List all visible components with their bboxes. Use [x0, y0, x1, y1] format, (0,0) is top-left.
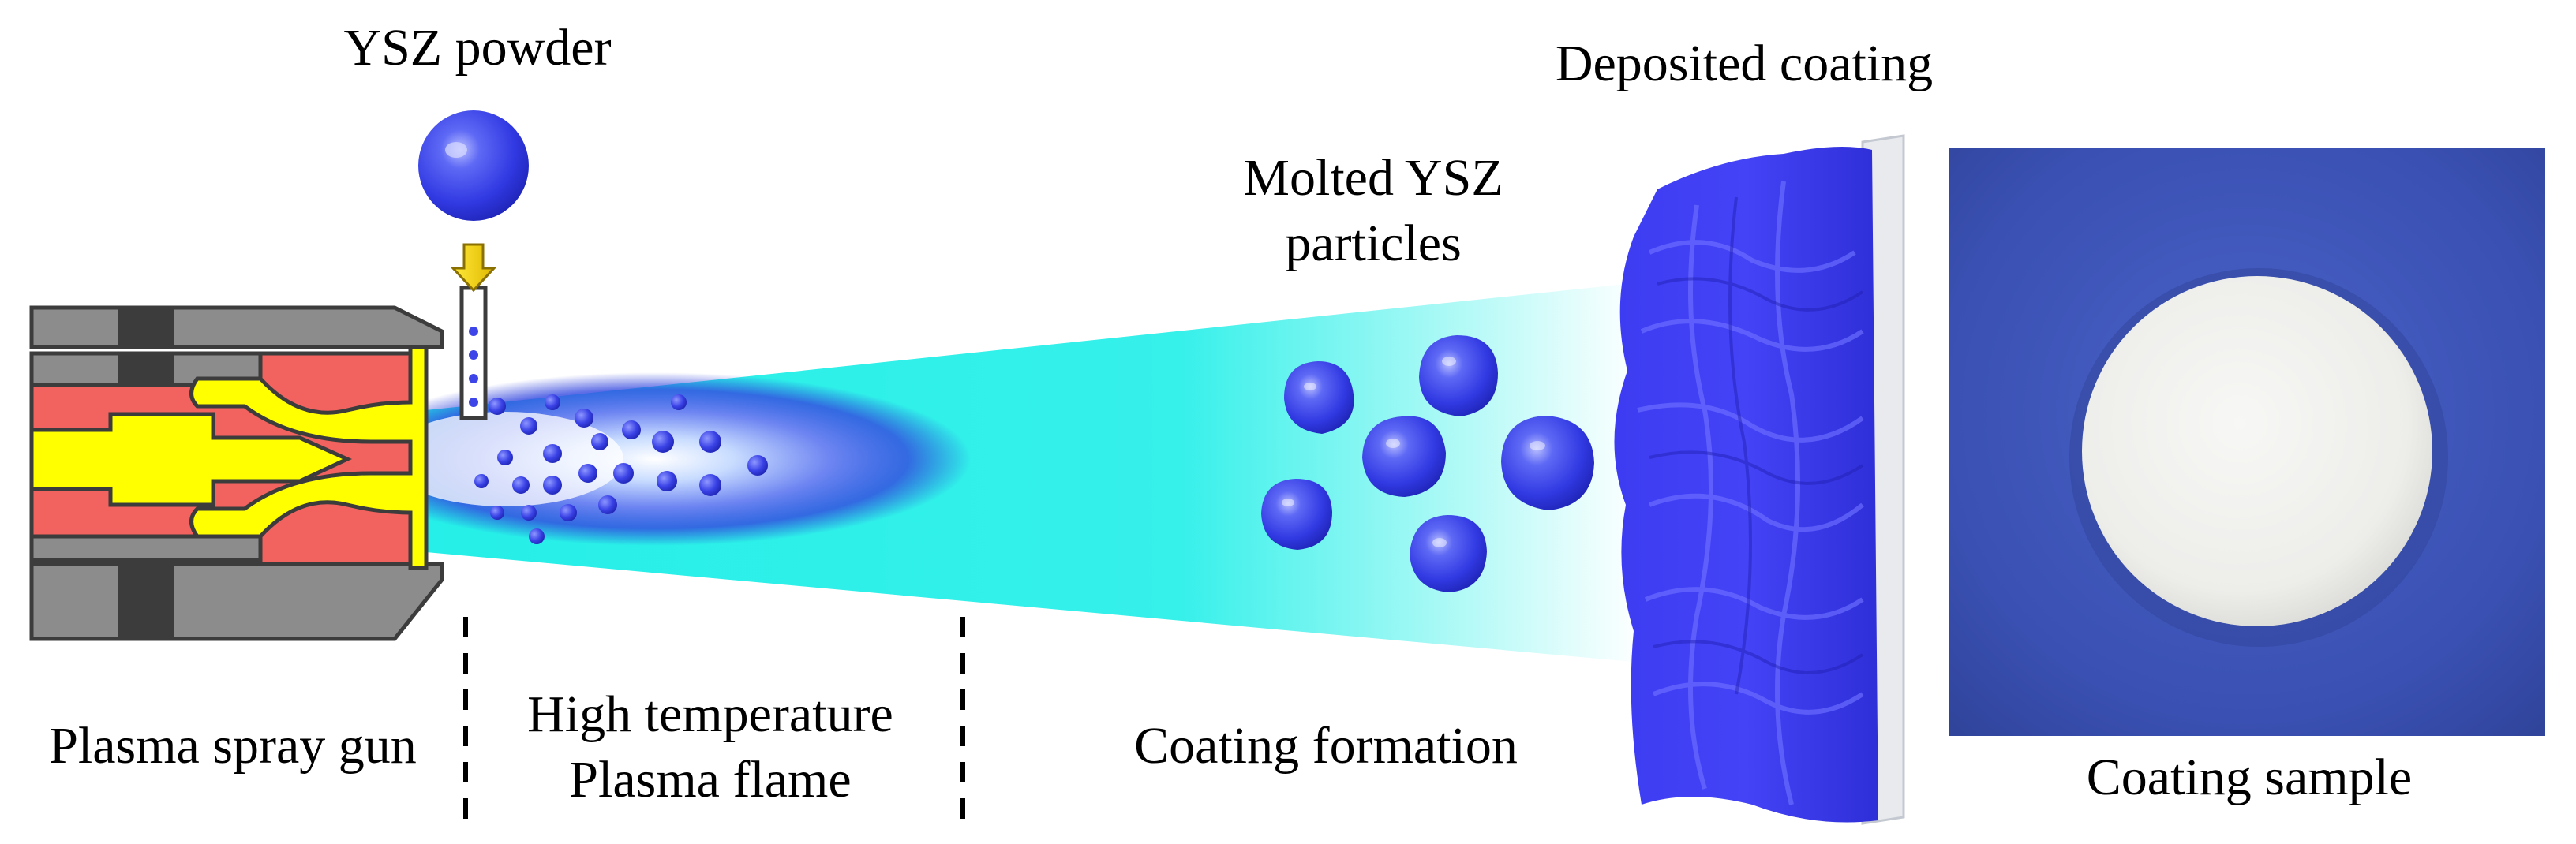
- sample-disc: [2082, 276, 2432, 626]
- plasma-spray-gun-label: Plasma spray gun: [49, 717, 417, 775]
- high-temperature-line1: High temperature: [527, 685, 893, 743]
- powder-feed-arrow-icon: [450, 243, 497, 293]
- ysz-powder-ball: [418, 110, 529, 221]
- molten-droplets: [1261, 335, 1594, 592]
- deposited-coating-label: Deposited coating: [1555, 35, 1934, 92]
- flame-particles: [474, 394, 768, 544]
- coating-sample-photo: [1949, 148, 2545, 736]
- deposited-coating: [1614, 147, 1878, 823]
- molted-particles-line2: particles: [1285, 214, 1462, 272]
- molted-particles-line1: Molted YSZ: [1243, 149, 1503, 207]
- plasma-spray-gun: [29, 286, 488, 641]
- ysz-powder-label: YSZ powder: [343, 19, 612, 77]
- high-temperature-label: High temperature Plasma flame: [527, 682, 893, 812]
- coating-sample-label: Coating sample: [2086, 749, 2413, 806]
- coating-formation-label: Coating formation: [1134, 717, 1518, 775]
- droplet-highlights: [1282, 357, 1545, 547]
- high-temperature-line2: Plasma flame: [569, 750, 852, 809]
- molted-particles-label: Molted YSZ particles: [1243, 146, 1503, 276]
